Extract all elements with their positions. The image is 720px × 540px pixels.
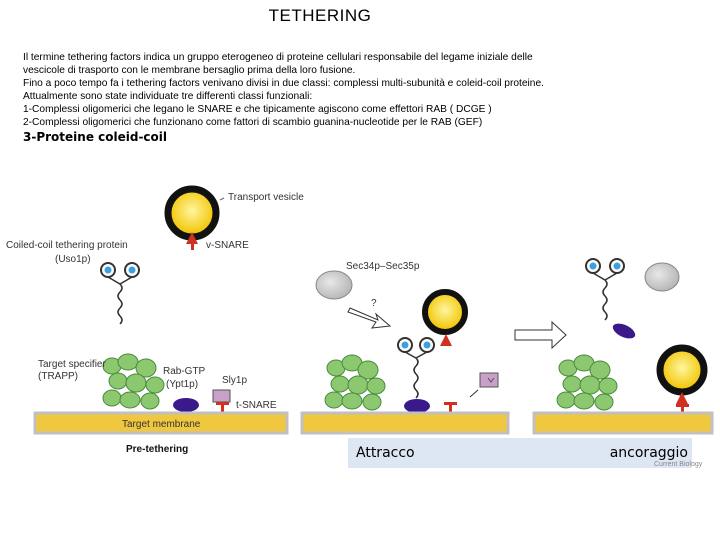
transport-vesicle-3 xyxy=(656,344,708,396)
tethering-diagram: Transport vesicle Coiled-coil tethering … xyxy=(6,185,714,455)
paragraph-line: vescicole di trasporto con le membrane b… xyxy=(23,65,356,76)
trapp-complex-3 xyxy=(556,354,618,411)
label-rab-gtp: Rab-GTP xyxy=(163,366,206,377)
trapp-complex-1 xyxy=(102,353,165,410)
label-question: ? xyxy=(371,298,377,309)
figure-credit: Current Biology xyxy=(654,461,703,468)
label-v-snare: v-SNARE xyxy=(206,240,249,251)
label-transport-vesicle: Transport vesicle xyxy=(228,192,304,203)
arrow-2 xyxy=(514,320,567,350)
label-pre-tethering: Pre-tethering xyxy=(126,444,188,455)
paragraph-line: 1-Complessi oligomerici che legano le SN… xyxy=(23,104,492,115)
intro-paragraph: Il termine tethering factors indica un g… xyxy=(23,51,713,129)
coiled-coil-protein-3 xyxy=(585,258,625,321)
t-snare-2 xyxy=(449,402,452,413)
paragraph-line: Attualmente sono state individuate tre d… xyxy=(23,91,313,102)
label-trapp: (TRAPP) xyxy=(38,371,78,382)
rab-gtp-2 xyxy=(404,399,430,413)
sec34p-complex-3 xyxy=(644,262,680,292)
caption-attracco: Attracco xyxy=(348,438,580,468)
label-t-snare: t-SNARE xyxy=(236,400,277,411)
label-coiled-coil: Coiled-coil tethering protein xyxy=(6,240,128,251)
label-target-specifier: Target specifier xyxy=(38,359,106,370)
target-membrane-3 xyxy=(532,411,714,435)
paragraph-line: 2-Complessi oligomerici che funzionano c… xyxy=(23,117,483,128)
label-target-membrane: Target membrane xyxy=(122,419,201,430)
coiled-coil-protein-2 xyxy=(397,337,435,399)
panel-pre-tethering: Transport vesicle Coiled-coil tethering … xyxy=(6,185,304,455)
panel-attracco: Sec34p–Sec35p ? xyxy=(300,261,510,435)
target-membrane-1 xyxy=(33,411,289,435)
coiled-coil-protein-1 xyxy=(100,262,140,325)
trapp-complex-2 xyxy=(324,354,386,411)
subheading-coiled-coil: 3-Proteine coleid-coil xyxy=(23,130,168,144)
caption-ancoraggio: ancoraggio xyxy=(580,438,692,468)
transport-vesicle-2 xyxy=(422,289,468,335)
label-sly1p: Sly1p xyxy=(222,375,247,386)
target-membrane-2 xyxy=(300,411,510,435)
t-snare-3 xyxy=(681,402,684,413)
paragraph-line: Fino a poco tempo fa i tethering factors… xyxy=(23,78,544,89)
v-snare-1 xyxy=(186,232,198,244)
sly1p-1 xyxy=(212,389,231,403)
page-title: TETHERING xyxy=(268,6,372,25)
panel-ancoraggio xyxy=(532,258,714,435)
rab-gtp-3 xyxy=(612,323,636,339)
sec34p-complex xyxy=(315,270,353,300)
transport-vesicle-1 xyxy=(164,185,220,241)
label-ypt1p: (Ypt1p) xyxy=(166,379,198,390)
label-sec34p: Sec34p–Sec35p xyxy=(346,261,420,272)
rab-gtp-1 xyxy=(173,398,199,412)
arrow-1 xyxy=(347,307,392,329)
paragraph-line: Il termine tethering factors indica un g… xyxy=(23,52,533,63)
t-snare-1 xyxy=(221,402,224,413)
label-uso1p: (Uso1p) xyxy=(55,254,91,265)
